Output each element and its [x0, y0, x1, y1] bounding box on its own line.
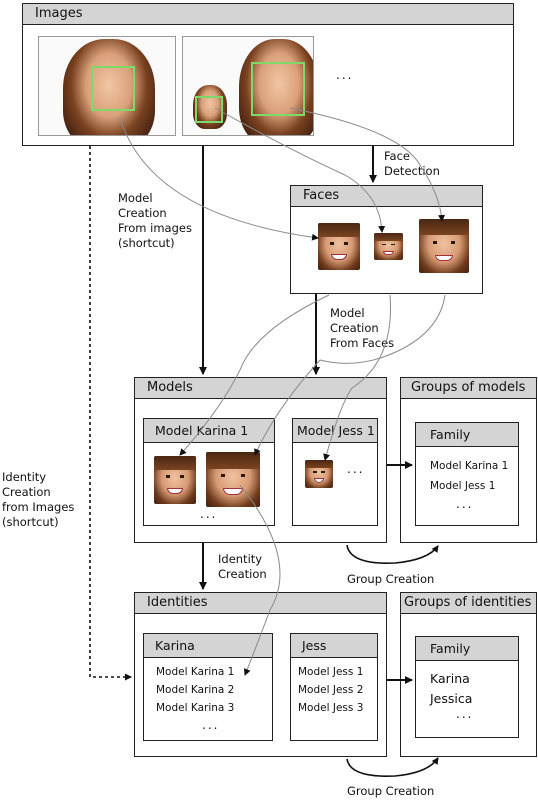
images-box: Images ... [22, 3, 514, 146]
identity-item: Model Jess 3 [298, 702, 364, 714]
family-model-group-box[interactable]: Family Model Karina 1 Model Jess 1 ... [415, 422, 519, 526]
model-jess-box[interactable]: Model Jess 1 ... [292, 418, 378, 526]
person [63, 39, 155, 135]
identities-header: Identities [135, 593, 386, 614]
identity-jess-box[interactable]: Jess Model Jess 1 Model Jess 2 Model Jes… [290, 633, 378, 741]
images-ellipsis: ... [336, 68, 354, 82]
arrow-identity-shortcut [89, 146, 132, 681]
face-thumbnail[interactable] [318, 223, 360, 270]
identity-jess-header: Jess [291, 634, 377, 658]
face-thumbnail[interactable] [419, 219, 469, 273]
identity-karina-box[interactable]: Karina Model Karina 1 Model Karina 2 Mod… [143, 633, 273, 741]
family-model-group-ellipsis: ... [456, 497, 474, 511]
face-detection-box [195, 96, 223, 123]
image-thumbnail-1[interactable] [38, 36, 176, 136]
arrow-group-creation-identities [346, 757, 439, 777]
identities-box: Identities Karina Model Karina 1 Model K… [134, 592, 387, 757]
face-thumbnail [206, 452, 260, 507]
group-item: Karina [430, 671, 470, 686]
group-item: Model Karina 1 [430, 460, 509, 472]
model-karina-box[interactable]: Model Karina 1 ... [143, 418, 275, 526]
group-item: Jessica [430, 691, 473, 706]
model-karina-header: Model Karina 1 [144, 419, 274, 443]
family-identity-group-header: Family [416, 637, 518, 661]
family-identity-group-box[interactable]: Family Karina Jessica ... [415, 636, 519, 738]
group-item: Model Jess 1 [430, 480, 496, 492]
model-karina-ellipsis: ... [200, 507, 218, 521]
identity-item: Model Karina 1 [156, 666, 235, 678]
family-model-group-header: Family [416, 423, 518, 447]
identity-item: Model Karina 2 [156, 684, 235, 696]
family-identity-group-ellipsis: ... [456, 707, 474, 721]
model-jess-ellipsis: ... [347, 462, 365, 476]
arrow-group-creation-models [346, 544, 439, 564]
model-jess-header: Model Jess 1 [293, 419, 377, 443]
identity-item: Model Jess 2 [298, 684, 364, 696]
image-thumbnail-2[interactable] [182, 36, 314, 136]
identity-item: Model Jess 1 [298, 666, 364, 678]
group-creation-label-models: Group Creation [347, 572, 435, 586]
images-header: Images [23, 4, 513, 25]
face-thumbnail [154, 456, 196, 504]
models-box: Models Model Karina 1 ... Model Jess 1 .… [134, 377, 387, 543]
group-creation-label-identities: Group Creation [347, 784, 435, 798]
identity-item: Model Karina 3 [156, 702, 235, 714]
identity-karina-header: Karina [144, 634, 272, 658]
identity-karina-ellipsis: ... [202, 718, 220, 732]
groups-of-identities-box: Groups of identities Family Karina Jessi… [400, 592, 537, 757]
face-thumbnail[interactable] [374, 233, 403, 260]
face-detection-box [251, 62, 305, 116]
groups-of-models-box: Groups of models Family Model Karina 1 M… [400, 377, 537, 543]
groups-of-models-header: Groups of models [401, 378, 536, 399]
face-detection-box [91, 66, 135, 111]
face-thumbnail [305, 460, 333, 488]
groups-of-identities-header: Groups of identities [401, 593, 536, 614]
models-header: Models [135, 378, 386, 399]
